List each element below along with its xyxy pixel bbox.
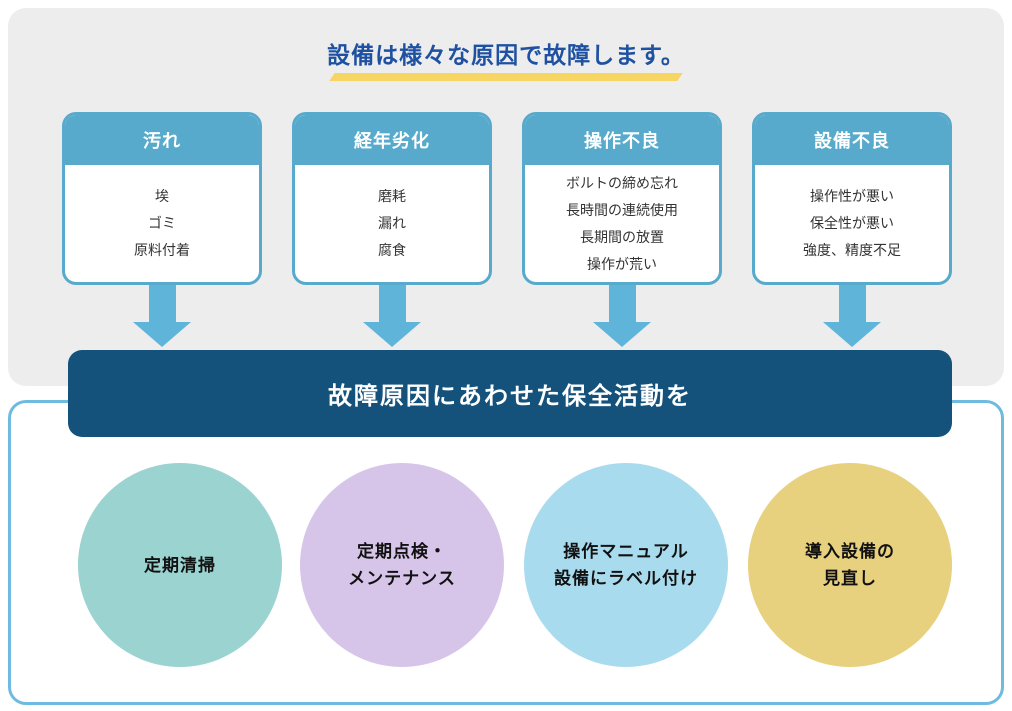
- down-arrow-icon: [363, 285, 421, 347]
- cause-card-body: 磨耗漏れ腐食: [295, 165, 489, 282]
- down-arrow-shaft: [378, 285, 406, 322]
- activity-label-line: メンテナンス: [348, 569, 456, 588]
- down-arrow-head: [363, 322, 421, 347]
- cause-item: 強度、精度不足: [803, 242, 901, 258]
- cause-cards-row: 汚れ 埃ゴミ原料付着 経年劣化 磨耗漏れ腐食 操作不良 ボルトの締め忘れ長時間の…: [62, 112, 952, 347]
- cause-item: 操作が荒い: [587, 255, 657, 272]
- activity-label-line: 操作マニュアル: [563, 542, 689, 561]
- cause-item: 原料付着: [134, 242, 190, 258]
- down-arrow-icon: [823, 285, 881, 347]
- cause-card: 経年劣化 磨耗漏れ腐食: [292, 112, 492, 285]
- down-arrow-head: [133, 322, 191, 347]
- activity-label-line: 定期点検・: [357, 542, 447, 561]
- cause-card-header: 経年劣化: [295, 115, 489, 165]
- cause-card-body: 埃ゴミ原料付着: [65, 165, 259, 282]
- activity-label-line: 導入設備の: [805, 542, 895, 561]
- down-arrow-icon: [593, 285, 651, 347]
- activity-label-line: 設備にラベル付け: [554, 569, 698, 588]
- failure-causes-panel: 設備は様々な原因で故障します。 汚れ 埃ゴミ原料付着 経年劣化 磨耗漏れ腐食 操…: [8, 8, 1004, 386]
- cause-card: 操作不良 ボルトの締め忘れ長時間の連続使用長期間の放置操作が荒い: [522, 112, 722, 285]
- activity-circle: 操作マニュアル設備にラベル付け: [524, 463, 728, 667]
- title-underline: [329, 73, 683, 81]
- activity-circle: 定期清掃: [78, 463, 282, 667]
- cause-item: 腐食: [378, 242, 406, 258]
- cause-card-column: 汚れ 埃ゴミ原料付着: [62, 112, 262, 347]
- cause-card-column: 経年劣化 磨耗漏れ腐食: [292, 112, 492, 347]
- cause-card-column: 設備不良 操作性が悪い保全性が悪い強度、精度不足: [752, 112, 952, 347]
- cause-item: 操作性が悪い: [810, 188, 894, 204]
- cause-card-header: 操作不良: [525, 115, 719, 165]
- cause-item: 長時間の連続使用: [566, 201, 678, 218]
- diagram-title: 設備は様々な原因で故障します。: [327, 42, 685, 68]
- cause-card: 汚れ 埃ゴミ原料付着: [62, 112, 262, 285]
- cause-card-body: ボルトの締め忘れ長時間の連続使用長期間の放置操作が荒い: [525, 165, 719, 282]
- cause-card-body: 操作性が悪い保全性が悪い強度、精度不足: [755, 165, 949, 282]
- cause-item: ボルトの締め忘れ: [566, 174, 678, 191]
- cause-card-header: 設備不良: [755, 115, 949, 165]
- activity-label-line: 見直し: [823, 569, 877, 588]
- cause-item: 長期間の放置: [580, 228, 664, 245]
- cause-item: ゴミ: [148, 215, 176, 231]
- activity-label-line: 定期清掃: [144, 555, 216, 575]
- down-arrow-icon: [133, 285, 191, 347]
- maintenance-banner: 故障原因にあわせた保全活動を: [68, 350, 952, 437]
- cause-item: 保全性が悪い: [810, 215, 894, 231]
- cause-card: 設備不良 操作性が悪い保全性が悪い強度、精度不足: [752, 112, 952, 285]
- cause-item: 磨耗: [378, 188, 406, 204]
- title-wrap: 設備は様々な原因で故障します。: [8, 40, 1004, 81]
- down-arrow-shaft: [838, 285, 866, 322]
- cause-item: 埃: [155, 188, 169, 204]
- cause-item: 漏れ: [378, 215, 406, 231]
- down-arrow-shaft: [608, 285, 636, 322]
- down-arrow-shaft: [148, 285, 176, 322]
- down-arrow-head: [823, 322, 881, 347]
- down-arrow-head: [593, 322, 651, 347]
- activity-circle: 導入設備の見直し: [748, 463, 952, 667]
- activities-row: 定期清掃 定期点検・メンテナンス 操作マニュアル設備にラベル付け 導入設備の見直…: [0, 463, 1012, 667]
- activity-circle: 定期点検・メンテナンス: [300, 463, 504, 667]
- cause-card-header: 汚れ: [65, 115, 259, 165]
- maintenance-banner-label: 故障原因にあわせた保全活動を: [328, 383, 692, 410]
- cause-card-column: 操作不良 ボルトの締め忘れ長時間の連続使用長期間の放置操作が荒い: [522, 112, 722, 347]
